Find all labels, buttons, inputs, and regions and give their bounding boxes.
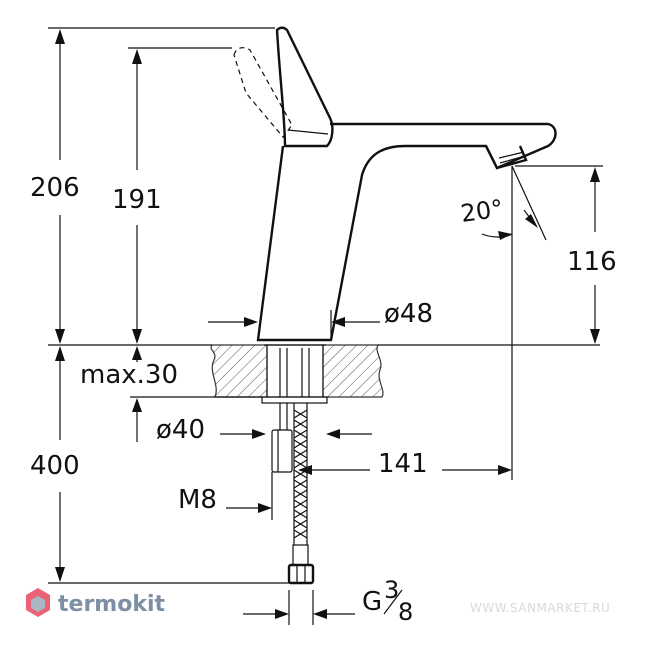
dim-spout-angle: 20° [459, 194, 505, 228]
countertop-right [322, 344, 384, 398]
dim-connection-num: 3 [384, 576, 399, 604]
dim-lever-height: 191 [112, 185, 162, 215]
dim-thread: M8 [178, 485, 217, 515]
lever-outline [275, 26, 334, 148]
logo-text: termokit [58, 592, 165, 617]
dim-body-diameter: ø48 [384, 299, 433, 329]
watermark-text: WWW.SANMARKET.RU [470, 601, 610, 615]
dim-connection: G [362, 587, 382, 617]
dim-total-height: 206 [30, 173, 80, 203]
lever-inner-line [287, 129, 329, 135]
dim-spout-reach: 141 [378, 449, 428, 479]
faucet-body [233, 26, 557, 342]
dim-connection-den: 8 [398, 598, 413, 626]
dim-spout-height: 116 [567, 247, 617, 277]
brand-logo: termokit [26, 588, 165, 617]
lever-alt-position [233, 47, 293, 138]
dim-counter-thickness: max.30 [80, 360, 178, 390]
dim-hose-length: 400 [30, 451, 80, 481]
dimension-labels: 206 191 116 20° ø48 max.30 ø40 141 400 M… [30, 173, 617, 626]
aerator [484, 145, 528, 170]
body-outline [256, 122, 557, 342]
countertop-section [210, 344, 384, 404]
countertop-left [210, 344, 268, 398]
dimension-lines [48, 27, 603, 625]
mounting-assembly [271, 403, 315, 585]
dim-hole-diameter: ø40 [156, 415, 205, 445]
